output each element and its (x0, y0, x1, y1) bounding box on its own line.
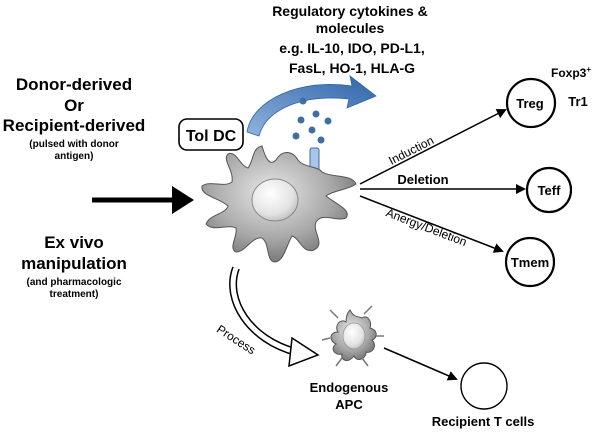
recipient-t-label: Recipient T cells (432, 414, 535, 429)
origin-note-line-2: antigen) (55, 151, 94, 162)
deletion-label: Deletion (397, 172, 448, 187)
apc-to-recipient-arrow (383, 347, 458, 381)
manip-note-line-1: (and pharmacologic (26, 277, 121, 288)
process-arrow-icon (229, 266, 320, 368)
tolerogenic-dendritic-cell-icon (201, 145, 357, 263)
endogenous-apc-icon (321, 305, 384, 367)
tmem-label: Tmem (511, 255, 549, 270)
secretion-arrow-icon (246, 75, 377, 137)
apc-label-2: APC (335, 397, 363, 412)
treg-cell-icon (505, 77, 557, 129)
tol-dc-label: Tol DC (186, 128, 237, 145)
anergy-label: Anergy/Deletion (384, 205, 469, 249)
origin-line-2: Or (64, 96, 84, 115)
manip-note-line-2: treatment) (50, 289, 99, 300)
tol-dc-label-box (178, 118, 244, 151)
cytokines-list-1: e.g. IL-10, IDO, PD-L1, (279, 40, 424, 56)
induction-label: Induction (386, 133, 436, 168)
anergy-arrow (359, 195, 504, 253)
tr1-label: Tr1 (568, 94, 588, 109)
manip-line-2: manipulation (21, 254, 127, 273)
teff-cell-icon (525, 166, 573, 214)
cytokines-title-1: Regulatory cytokines & (272, 3, 428, 19)
induction-arrow (359, 109, 507, 185)
origin-note-line-1: (pulsed with donor (29, 139, 119, 150)
origin-line-1: Donor-derived (16, 75, 132, 94)
origin-line-3: Recipient-derived (3, 116, 146, 135)
secreted-molecules-icon (292, 97, 332, 144)
input-arrow (92, 186, 194, 214)
manip-line-1: Ex vivo (44, 233, 104, 252)
teff-label: Teff (538, 183, 562, 198)
recipient-t-cell-icon (460, 362, 508, 410)
cytokines-list-2: FasL, HO-1, HLA-G (289, 60, 415, 76)
tmem-cell-icon (504, 236, 556, 288)
foxp3-label: Foxp3+ (551, 65, 591, 80)
treg-label: Treg (516, 96, 544, 111)
apc-label-1: Endogenous (310, 380, 389, 395)
cytokines-title-2: molecules (316, 20, 385, 36)
